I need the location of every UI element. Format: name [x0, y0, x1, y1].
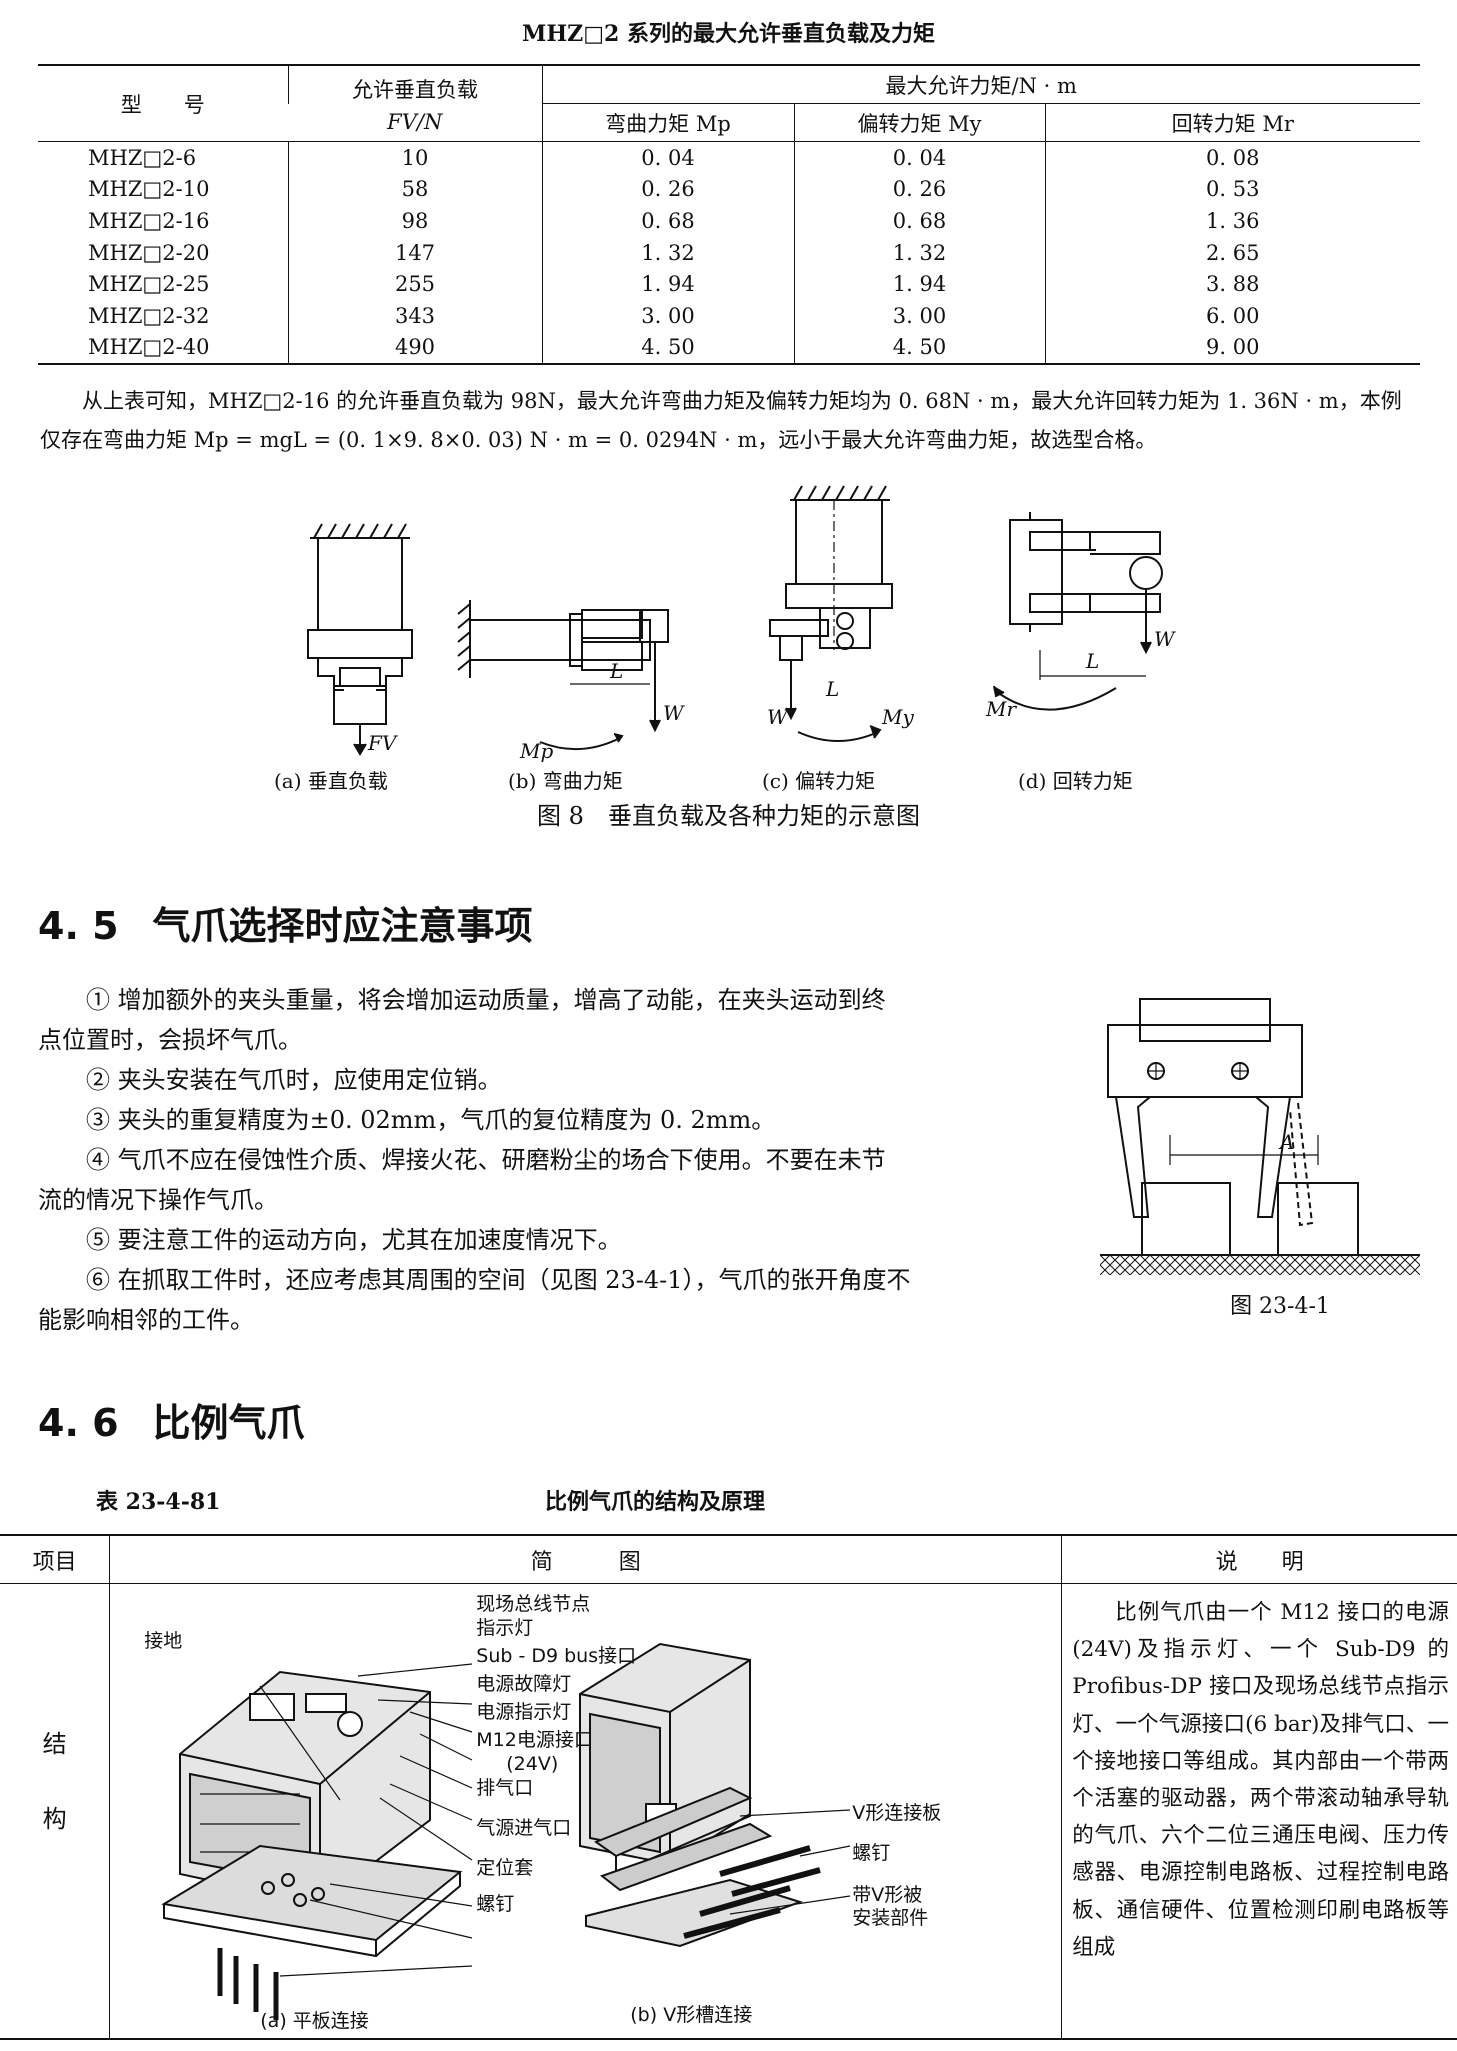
selection-paragraph: 从上表可知，MHZ□2-16 的允许垂直负载为 98N，最大允许弯曲力矩及偏转力… — [40, 389, 1402, 452]
structure-description: 比例气爪由一个 M12 接口的电源(24V)及指示灯、一个 Sub-D9 的 P… — [1072, 1600, 1449, 1960]
label-w-b: W — [663, 701, 685, 725]
callout-power-fault-led: 电源故障灯 — [476, 1673, 572, 1695]
callout-fieldbus-led-1: 现场总线节点 — [476, 1593, 591, 1615]
label-w-c: W — [767, 705, 789, 729]
callouts-plate-connection: 现场总线节点 指示灯 Sub - D9 bus接口 电源故障灯 电源指示灯 M1… — [476, 1592, 636, 1916]
fig8-sub-a: (a) 垂直负载 — [274, 769, 388, 793]
list-item: ⑥ 在抓取工件时，还应考虑其周围的空间（见图 23-4-1），气爪的张开角度不 — [86, 1266, 911, 1294]
label-mp: Mp — [519, 739, 553, 763]
callout-exhaust: 排气口 — [476, 1777, 534, 1799]
callout-subd9: Sub - D9 bus接口 — [476, 1645, 637, 1667]
sub-caption-v-groove: (b) V形槽连接 — [630, 2004, 753, 2026]
list-item: ① 增加额外的夹头重量，将会增加运动质量，增高了动能，在夹头运动到终 — [86, 986, 886, 1014]
callout-fieldbus-led-2: 指示灯 — [476, 1617, 534, 1639]
section46-title: 比例气爪 — [152, 1401, 305, 1445]
header-model: 型 号 — [38, 64, 288, 142]
label-l-c: L — [825, 677, 839, 701]
header-load-line1: 允许垂直负载 — [287, 64, 542, 104]
table2-number: 表 23-4-81 — [96, 1489, 221, 1515]
gripper-yaw-moment — [769, 485, 893, 742]
callout-locating-sleeve: 定位套 — [476, 1857, 534, 1879]
v-groove-connection-illustration — [579, 1642, 822, 1948]
header-moment-group: 最大允许力矩/N · m — [541, 64, 1420, 104]
callout-ground: 接地 — [144, 1630, 183, 1652]
section45-title: 气爪选择时应注意事项 — [152, 904, 533, 948]
callout-m12-24v: (24V) — [506, 1753, 559, 1775]
callout-v-part-1: 带V形被 — [852, 1884, 923, 1906]
fig8-sub-d: (d) 回转力矩 — [1018, 769, 1133, 793]
description-cell: 比例气爪由一个 M12 接口的电源(24V)及指示灯、一个 Sub-D9 的 P… — [1061, 1583, 1457, 2040]
figure-23-4-1-diagram: A — [1100, 998, 1420, 1275]
figure-23-4-1-caption: 图 23-4-1 — [1230, 1294, 1330, 1319]
callout-screw-b: 螺钉 — [852, 1842, 891, 1864]
gripper-bending-moment — [457, 600, 669, 751]
callout-power-led: 电源指示灯 — [476, 1701, 572, 1723]
header-rotation: 回转力矩 Mr — [1044, 103, 1420, 142]
label-l-b: L — [609, 659, 623, 683]
load-moment-table: 型 号 允许垂直负载 最大允许力矩/N · m FV/N 弯曲力矩 Mp 偏转力… — [38, 64, 1420, 366]
section45-list: ① 增加额外的夹头重量，将会增加运动质量，增高了动能，在夹头运动到终 点位置时，… — [38, 980, 1068, 1340]
table2-caption: 比例气爪的结构及原理 — [544, 1489, 765, 1515]
sub-caption-plate: (a) 平板连接 — [260, 2010, 369, 2032]
row-label-cell: 结 构 — [0, 1583, 110, 2040]
header-item: 项目 — [0, 1534, 110, 1584]
label-fv: FV — [367, 731, 399, 755]
proportional-gripper-table: 项目 简 图 说 明 结 构 — [0, 1534, 1457, 2040]
gripper-mounting-diagrams — [161, 1642, 851, 2020]
list-item: ② 夹头安装在气爪时，应使用定位销。 — [86, 1066, 502, 1094]
section45-heading: 4. 5 气爪选择时应注意事项 — [38, 895, 533, 950]
label-my: My — [881, 705, 914, 729]
row-label-2: 构 — [42, 1805, 67, 1833]
callout-air-inlet: 气源进气口 — [476, 1817, 572, 1839]
label-l-d: L — [1085, 649, 1099, 673]
label-mr: Mr — [985, 697, 1017, 721]
figure8-caption: 图 8 垂直负载及各种力矩的示意图 — [537, 802, 920, 830]
header-yaw: 偏转力矩 My — [793, 103, 1045, 142]
row-label-1: 结 — [42, 1730, 67, 1758]
callout-v-part: 带V形被 安装部件 — [852, 1884, 928, 1930]
header-bending: 弯曲力矩 Mp — [541, 103, 794, 142]
header-load-line2: FV/N — [288, 103, 542, 142]
fig8-sub-b: (b) 弯曲力矩 — [508, 769, 623, 793]
header-desc: 说 明 — [1061, 1534, 1457, 1584]
section46-heading: 4. 6 比例气爪 — [38, 1392, 305, 1447]
plate-connection-illustration — [161, 1670, 463, 2020]
list-item: 流的情况下操作气爪。 — [38, 1186, 278, 1214]
list-item: 点位置时，会损坏气爪。 — [38, 1026, 302, 1054]
label-w-d: W — [1154, 627, 1176, 651]
diagram-cell: 接地 现场总线节点 指示灯 Sub - D9 bus接口 电源故障灯 电源指示灯… — [109, 1583, 1062, 2040]
table1-caption: MHZ□2 系列的最大允许垂直负载及力矩 — [522, 21, 935, 47]
table-row: 结 构 — [0, 1583, 1457, 2040]
callout-v-plate: V形连接板 — [852, 1802, 942, 1824]
section45-number: 4. 5 — [38, 904, 119, 948]
list-item: ③ 夹头的重复精度为±0. 02mm，气爪的复位精度为 0. 2mm。 — [86, 1106, 776, 1134]
header-diagram: 简 图 — [109, 1534, 1062, 1584]
callout-screw-a: 螺钉 — [476, 1893, 515, 1915]
callout-v-part-2: 安装部件 — [852, 1907, 929, 1929]
list-item: 能影响相邻的工件。 — [38, 1306, 254, 1334]
figure-label-a: A — [1278, 1130, 1294, 1154]
section46-number: 4. 6 — [38, 1401, 119, 1445]
gripper-vertical-load — [307, 523, 413, 756]
fig8-sub-c: (c) 偏转力矩 — [762, 769, 876, 793]
callout-m12-power: M12电源接口 — [476, 1729, 593, 1751]
list-item: ④ 气爪不应在侵蚀性介质、焊接火花、研磨粉尘的场合下使用。不要在未节 — [86, 1146, 886, 1174]
figure8-diagram: FV L W Mp L W My W L Mr — [307, 485, 1176, 763]
gripper-rotation-moment — [993, 512, 1163, 711]
list-item: ⑤ 要注意工件的运动方向，尤其在加速度情况下。 — [86, 1226, 622, 1254]
